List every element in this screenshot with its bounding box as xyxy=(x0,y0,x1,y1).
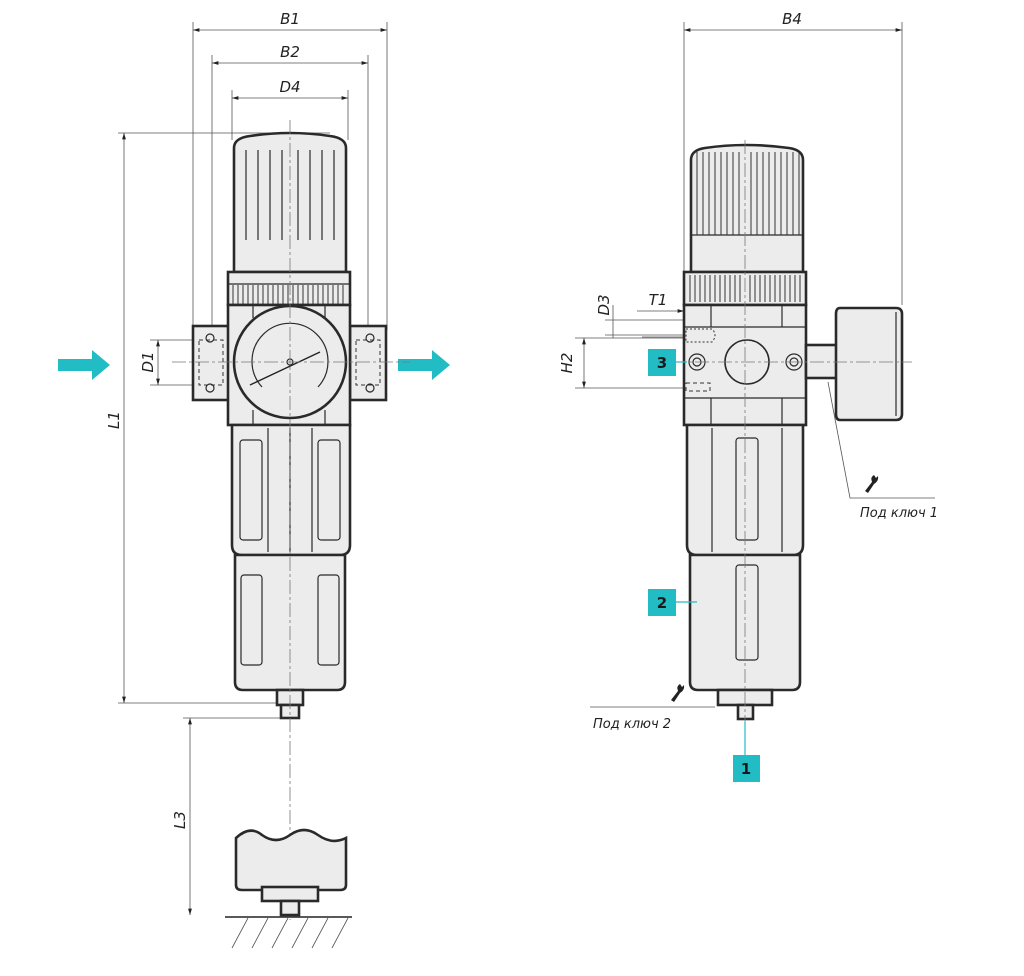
gauge-needle xyxy=(249,351,321,386)
wrench-size-1-label: Под ключ 1 xyxy=(860,506,938,521)
dim-b1: B1 xyxy=(280,10,300,28)
dim-h2: H2 xyxy=(558,353,576,374)
dim-d3: D3 xyxy=(595,294,613,315)
wrench-icon xyxy=(865,475,879,493)
filter-bowl xyxy=(230,423,352,557)
dim-b4: B4 xyxy=(782,10,802,28)
wrench-icon xyxy=(671,684,685,702)
side-view: B4 D3 T1 H2 Под ключ 1 xyxy=(558,10,938,782)
svg-text:3: 3 xyxy=(657,354,667,372)
svg-text:2: 2 xyxy=(657,594,667,612)
bowl-clearance-view xyxy=(234,828,348,892)
callout-2: 2 xyxy=(648,589,676,616)
callout-1: 1 xyxy=(733,755,760,782)
wrench-size-2-label: Под ключ 2 xyxy=(593,717,671,732)
dim-l1: L1 xyxy=(105,411,123,429)
dim-d1: D1 xyxy=(139,351,157,372)
callout-3: 3 xyxy=(648,349,676,376)
front-view: B1 B2 D4 L1 D1 L3 xyxy=(58,10,450,949)
dim-t1: T1 xyxy=(649,291,668,309)
dim-b2: B2 xyxy=(280,43,300,61)
side-pressure-gauge xyxy=(834,306,904,422)
flow-arrow-icon xyxy=(398,350,450,380)
flow-arrow-icon xyxy=(58,350,110,380)
dim-d4: D4 xyxy=(279,78,300,96)
dim-l3: L3 xyxy=(171,811,189,829)
svg-text:1: 1 xyxy=(741,760,751,778)
